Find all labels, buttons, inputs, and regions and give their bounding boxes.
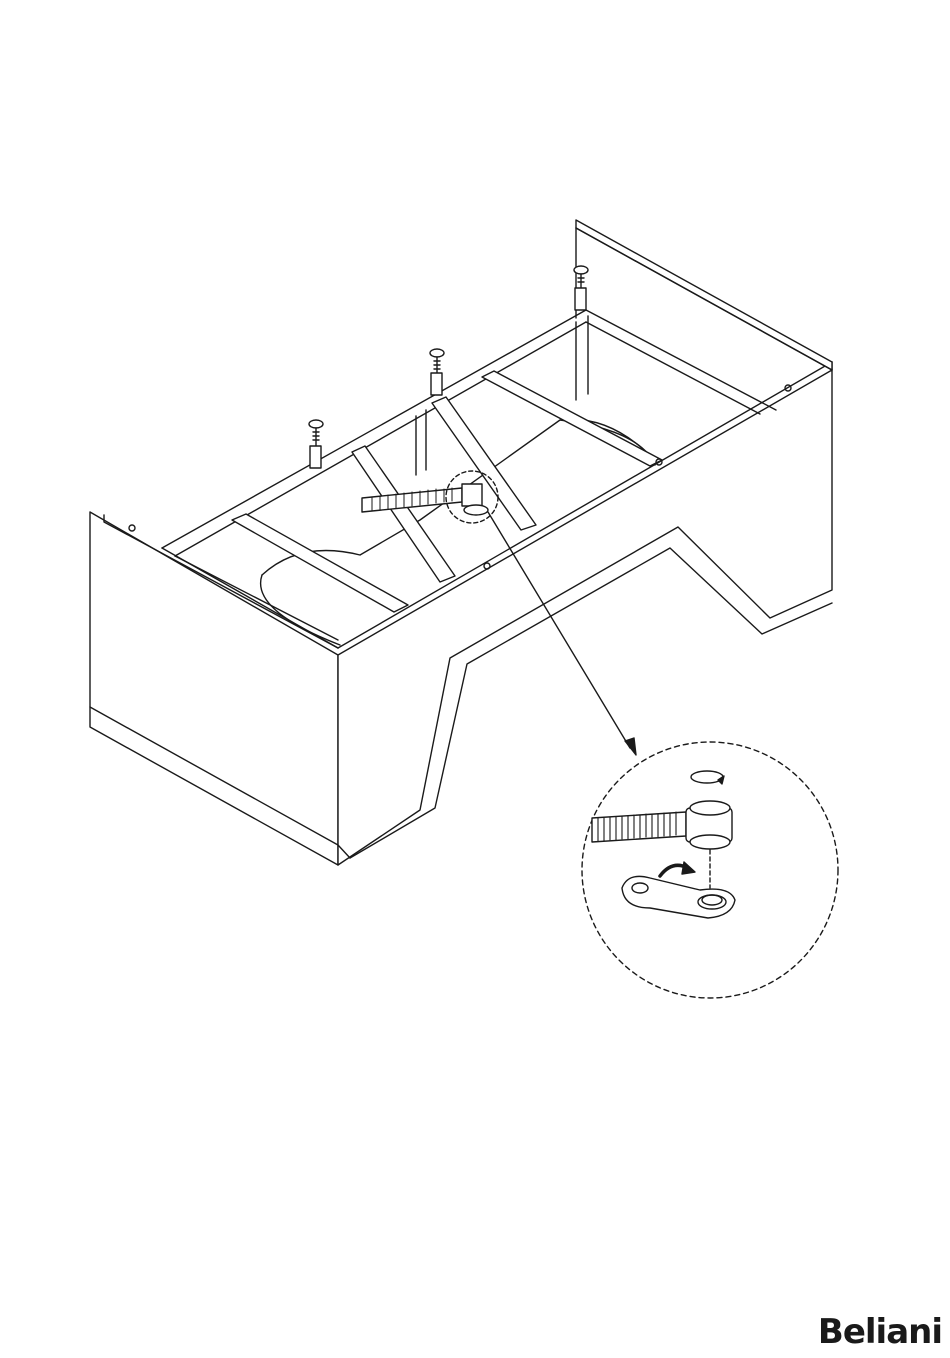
beliani-logo: Beliani [818, 1314, 942, 1350]
foot-1 [309, 420, 323, 468]
detail-callout [582, 742, 838, 998]
bathtub-right-panel [576, 220, 832, 370]
foot-3 [574, 266, 588, 310]
brand-name: Beliani [818, 1315, 942, 1349]
foot-2 [430, 349, 444, 395]
bathtub-left-panel [90, 512, 338, 865]
bathtub-front-panel [338, 362, 832, 865]
